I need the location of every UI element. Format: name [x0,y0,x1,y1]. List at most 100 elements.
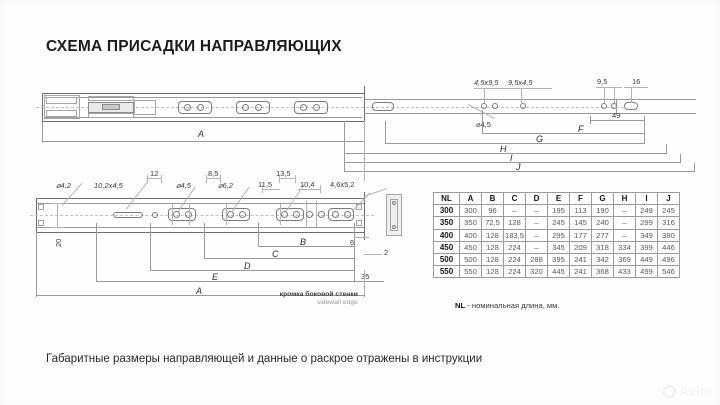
table-cell: 499 [635,265,658,279]
table-cell: – [525,240,548,254]
table-note-key: NL [455,301,466,310]
table-cell-nl: 400 [433,228,460,242]
hole-group [276,208,304,221]
table-cell: 334 [613,240,636,254]
bottom-view-drawing: ⌀4,2 10,2x4,5 ⌀4,5 ⌀6,2 12 8,5 13,5 11,5… [0,169,430,325]
table-cell: 546 [657,265,680,279]
label-hole-9-5x4-5: 9,5x4,5 [508,78,533,87]
table-cell: 395 [547,252,570,267]
table-cell-nl: 550 [433,265,460,279]
mounting-slot [236,101,270,114]
label-slot-4-6x5-2: 4,6x5,2 [330,180,355,189]
table-col-header: H [613,191,636,206]
dim-letter-G: G [536,134,544,144]
label-dim-10-4: 10,4 [300,180,315,189]
table-col-header: NL [433,191,460,206]
sidewall-edge-en: sidewall edge [316,299,358,307]
table-cell: 128 [481,240,504,254]
label-dia-4-5-bottom: ⌀4,5 [176,181,191,190]
label-dim-2: 2 [384,248,389,257]
table-cell: 380 [657,228,680,242]
table-cell: 446 [657,240,680,254]
table-cell: 300 [459,204,482,218]
table-cell: 295 [547,228,570,242]
table-cell: – [525,216,548,230]
table-cell: 190 [591,204,614,218]
table-cell: 128 [503,216,526,230]
rail-end-cap [44,95,80,119]
watermark-text: Avito [679,383,712,399]
table-cell: 500 [459,252,482,267]
dim-letter-E: E [212,272,219,282]
table-cell: 433 [613,265,636,279]
table-cell-nl: 500 [433,252,460,267]
table-cell: 345 [547,240,570,254]
table-cell: 249 [635,204,658,218]
table-cell: – [613,216,636,230]
hole-group [168,208,196,221]
label-dim-13-5: 13,5 [276,169,291,178]
table-cell: 245 [657,204,680,218]
table-col-header: J [657,191,680,206]
mounting-slot [178,101,212,114]
label-slot-10-2x4-5: 10,2x4,5 [94,181,123,190]
table-cell: 195 [547,204,570,218]
dim-letter-C: C [272,249,279,259]
hole-group [328,208,354,221]
dim-letter-F: F [578,124,584,134]
table-cell: 128 [481,252,504,267]
label-dim-8-5: 8,5 [208,169,219,178]
table-cell: 496 [657,252,680,267]
table-cell: 96 [481,204,504,218]
label-dim-9-5: 9,5 [597,77,608,86]
dim-letter-J: J [516,162,521,172]
table-cell: 350 [459,216,482,230]
label-dim-11-5: 11,5 [258,180,273,189]
label-dim-6: 6 [350,238,355,247]
table-cell: 241 [569,265,592,279]
table-cell: 399 [635,240,658,254]
table-cell: 368 [591,265,614,279]
dim-letter-D: D [244,261,251,271]
table-cell: 145 [569,216,592,230]
label-dia-4-2: ⌀4,2 [56,181,71,190]
page-title: СХЕМА ПРИСАДКИ НАПРАВЛЯЮЩИХ [46,38,342,55]
table-cell: 113 [569,204,592,218]
watermark-ring-icon [663,384,677,398]
slot-10-2x4-5 [113,212,143,218]
table-cell: 299 [635,216,658,230]
table-cell: 128 [481,228,504,242]
table-cell: 224 [503,240,526,254]
mounting-slot [294,101,328,114]
table-cell: 318 [591,240,614,254]
table-col-header: B [481,191,504,206]
table-col-header: A [459,191,482,206]
label-dia-6-2: ⌀6,2 [218,181,233,190]
table-cell: – [613,204,636,218]
table-cell: 288 [525,252,548,267]
table-cell: 209 [569,240,592,254]
table-cell: 320 [525,265,548,279]
label-dia-4-5-top: ⌀4,5 [476,120,491,129]
table-cell: 449 [635,252,658,267]
label-dim-49: 49 [612,111,621,120]
label-dim-20: 20 [54,238,63,247]
table-cell-nl: 450 [433,240,460,254]
dim-letter-H: H [500,144,507,154]
table-cell: 316 [657,216,680,230]
table-col-header: D [525,191,548,206]
table-col-header: F [569,191,592,206]
table-cell: – [525,204,548,218]
table-col-header: C [503,191,526,206]
table-cell: 550 [459,265,482,279]
hole-group [222,208,250,221]
table-cell: 349 [635,228,658,242]
